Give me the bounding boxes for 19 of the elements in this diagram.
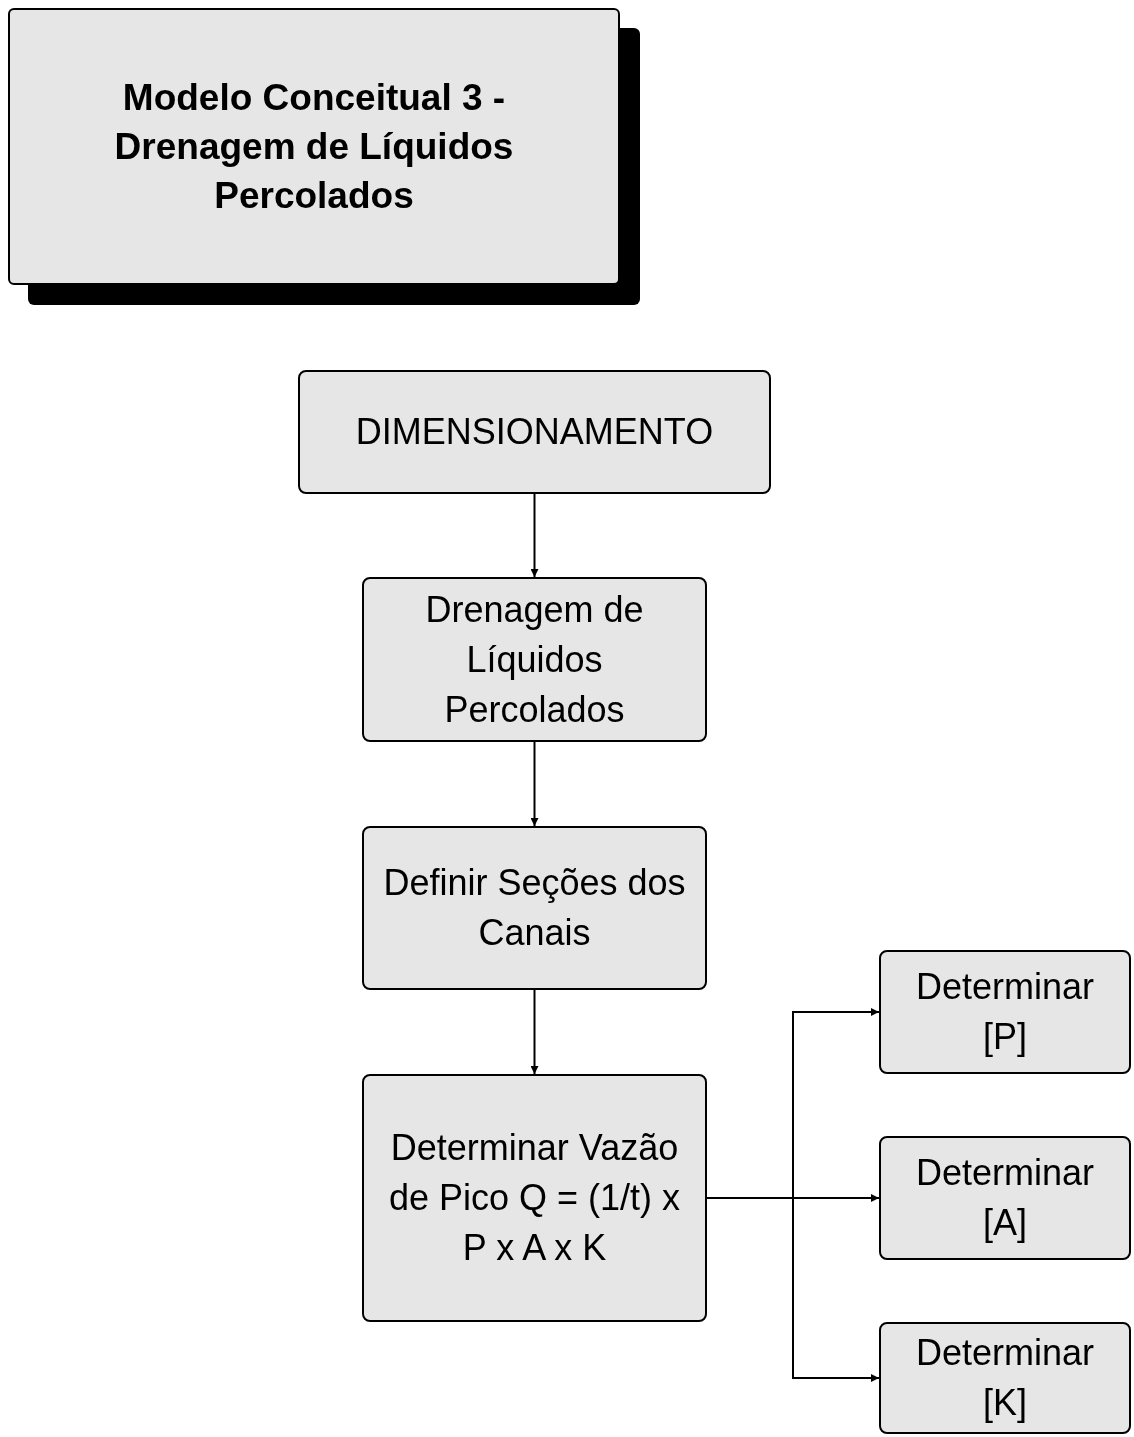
process-box [362,577,707,742]
arrow [706,1197,880,1382]
box-label: Determinar Vazão de Pico Q = (1/t) x P x A x K [387,1126,682,1270]
process-box [879,1322,1131,1434]
process-box [879,1136,1131,1260]
process-box [879,950,1131,1074]
box-label: Determinar [P] [914,965,1096,1059]
box-label: Definir Seções dos Canais [382,861,687,955]
process-box [298,370,771,494]
box-label: Drenagem de Líquidos Percolados [424,587,645,732]
arrow [530,989,539,1075]
process-box [362,1074,707,1322]
process-box [362,826,707,990]
box-label: DIMENSIONAMENTO [355,410,714,454]
title-text: Modelo Conceitual 3 - Drenagem de Líquidos Percolados [113,76,515,218]
box-label: Determinar [K] [914,1331,1096,1425]
box-label: Determinar [A] [914,1151,1096,1245]
arrow [530,741,539,827]
arrow [530,493,539,578]
